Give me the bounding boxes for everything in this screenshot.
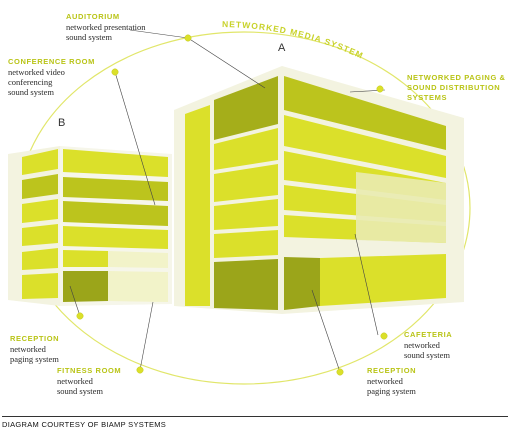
paging-heading-2: SOUND DISTRIBUTION xyxy=(407,83,501,92)
label-reception-left: RECEPTION networked paging system xyxy=(10,334,59,364)
conference-desc-2: conferencing xyxy=(8,77,53,87)
reception-right-heading: RECEPTION xyxy=(367,366,417,375)
label-reception-right: RECEPTION networked paging system xyxy=(367,366,416,396)
cafeteria-desc-1: networked xyxy=(404,340,440,350)
label-fitness-room: FITNESS ROOM networked sound system xyxy=(57,366,121,396)
auditorium-desc-1: networked presentation xyxy=(66,22,146,32)
reception-right-desc-2: paging system xyxy=(367,386,416,396)
conference-desc-3: sound system xyxy=(8,87,55,97)
paging-heading-1: NETWORKED PAGING & xyxy=(407,73,506,82)
reception-right-desc-1: networked xyxy=(367,376,403,386)
label-auditorium: AUDITORIUM networked presentation sound … xyxy=(66,12,146,42)
label-paging-distribution: NETWORKED PAGING & SOUND DISTRIBUTION SY… xyxy=(407,73,506,103)
fitness-desc-1: networked xyxy=(57,376,93,386)
label-conference-room: CONFERENCE ROOM networked video conferen… xyxy=(8,57,95,97)
cafeteria-desc-2: sound system xyxy=(404,350,451,360)
reception-left-desc-1: networked xyxy=(10,344,46,354)
auditorium-desc-2: sound system xyxy=(66,32,113,42)
building-a-label: A xyxy=(278,42,286,54)
leader-lines xyxy=(69,29,386,373)
building-b xyxy=(8,146,172,306)
paging-heading-3: SYSTEMS xyxy=(407,93,448,102)
conference-heading: CONFERENCE ROOM xyxy=(8,57,95,66)
building-a xyxy=(174,66,464,314)
diagram-caption: DIAGRAM COURTESY OF BIAMP SYSTEMS xyxy=(2,416,508,429)
fitness-heading: FITNESS ROOM xyxy=(57,366,122,375)
auditorium-heading: AUDITORIUM xyxy=(66,12,120,21)
reception-left-heading: RECEPTION xyxy=(10,334,60,343)
fitness-desc-2: sound system xyxy=(57,386,104,396)
label-dots xyxy=(76,34,388,376)
label-cafeteria: CAFETERIA networked sound system xyxy=(404,330,452,360)
system-title: NETWORKED MEDIA SYSTEM xyxy=(222,19,365,61)
reception-left-desc-2: paging system xyxy=(10,354,59,364)
conference-desc-1: networked video xyxy=(8,67,65,77)
building-b-label: B xyxy=(58,117,66,129)
cafeteria-heading: CAFETERIA xyxy=(404,330,453,339)
